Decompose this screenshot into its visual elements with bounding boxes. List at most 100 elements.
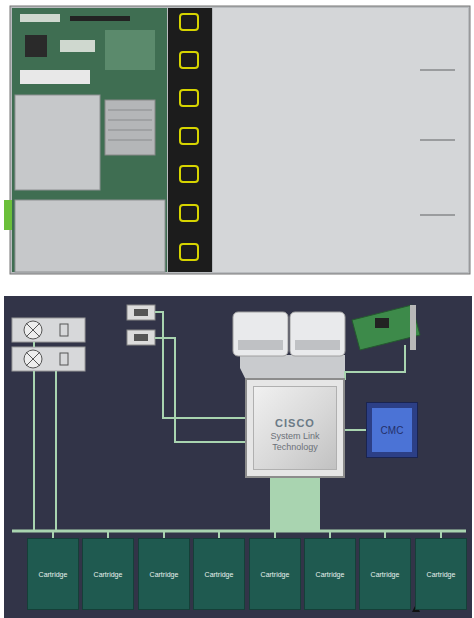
power-supply — [12, 318, 85, 342]
slot — [420, 214, 455, 216]
cartridge-box: Cartridge — [27, 538, 79, 610]
cover-plate — [213, 8, 468, 272]
board-components — [20, 14, 155, 84]
card-bracket — [410, 305, 416, 350]
diagram-background — [4, 296, 472, 618]
node-label: CMC — [381, 425, 404, 436]
port-box — [127, 305, 155, 320]
wire — [33, 371, 35, 531]
bus-connector-line — [275, 478, 295, 538]
fan-handle — [180, 90, 198, 106]
cartridge-box: Cartridge — [359, 538, 411, 610]
fin — [108, 110, 152, 111]
network-port — [127, 305, 155, 320]
socket — [60, 324, 68, 336]
bus-connector-line — [295, 478, 441, 538]
controller-box: CMC — [366, 402, 418, 458]
wire — [33, 342, 35, 347]
fan-handles — [180, 14, 198, 260]
component — [20, 70, 90, 84]
node-label: Cartridge — [94, 571, 123, 578]
psu-module — [15, 200, 165, 272]
node-label: Cartridge — [261, 571, 290, 578]
fan-handle — [180, 166, 198, 182]
fan-handle — [180, 128, 198, 144]
bus-connector-line — [295, 478, 385, 538]
fan-symbol — [24, 321, 42, 339]
socket — [60, 353, 68, 365]
slot — [420, 69, 455, 71]
card-board — [352, 305, 420, 350]
psu-box — [12, 318, 85, 342]
node-label: Cartridge — [371, 571, 400, 578]
card-chip — [375, 318, 389, 328]
fin — [108, 140, 152, 141]
component — [25, 35, 47, 57]
drive-body — [233, 312, 288, 356]
chip-box: CISCO System Link Technology — [245, 378, 345, 478]
heatsink-fins — [108, 110, 152, 140]
heatsink — [105, 100, 155, 155]
component — [20, 14, 60, 22]
drive-body — [290, 312, 345, 356]
port-wires — [155, 312, 245, 442]
wire — [155, 338, 245, 442]
fan-handle — [180, 205, 198, 221]
network-port — [127, 330, 155, 345]
node-label: Cartridge — [39, 571, 68, 578]
power-supply — [12, 347, 85, 371]
bus-connector-line — [164, 478, 295, 538]
bus-connector-line — [219, 478, 295, 538]
drive-face — [295, 340, 340, 350]
cartridge-box: Cartridge — [82, 538, 134, 610]
port-box — [127, 330, 155, 345]
motherboard — [12, 8, 167, 272]
bus-connector-line — [345, 429, 366, 431]
bus-connector-line — [108, 478, 295, 538]
fan-blades — [26, 352, 40, 366]
cartridge-box: Cartridge — [415, 538, 467, 610]
pcie-card — [352, 305, 420, 350]
cartridge-box: Cartridge — [138, 538, 190, 610]
cartridge-box: Cartridge — [193, 538, 245, 610]
component — [105, 30, 155, 70]
port-jack — [134, 334, 148, 341]
bus-connector-line — [53, 478, 295, 538]
drive-bay — [240, 355, 345, 380]
plate-slots — [420, 70, 455, 215]
fan-blades — [26, 323, 40, 337]
cartridge-box: Cartridge — [304, 538, 356, 610]
controller-face: CMC — [372, 408, 412, 452]
psu-module — [15, 95, 100, 190]
wire — [55, 371, 57, 531]
fan-handle — [180, 244, 198, 260]
fan-handle — [180, 14, 198, 30]
chassis — [10, 6, 470, 274]
node-label: Cartridge — [150, 571, 179, 578]
pcie-wire — [345, 345, 405, 380]
cable — [4, 200, 12, 230]
component — [60, 40, 95, 52]
power-wires — [34, 342, 56, 531]
fan-bay — [168, 8, 212, 272]
logo-text: CISCO — [275, 417, 315, 429]
component — [70, 16, 130, 21]
fan-symbol — [24, 350, 42, 368]
drive-face — [238, 340, 283, 350]
wire — [155, 312, 245, 418]
disk-drive — [290, 312, 345, 356]
cartridge-box: Cartridge — [249, 538, 301, 610]
node-label: System Link Technology — [262, 431, 328, 453]
disk-drive — [233, 312, 288, 356]
fin — [108, 130, 152, 131]
node-label: Cartridge — [316, 571, 345, 578]
fin — [108, 120, 152, 121]
bus-connector-line — [295, 478, 330, 538]
node-label: Cartridge — [205, 571, 234, 578]
psu-box — [12, 347, 85, 371]
slot — [420, 139, 455, 141]
port-jack — [134, 309, 148, 316]
